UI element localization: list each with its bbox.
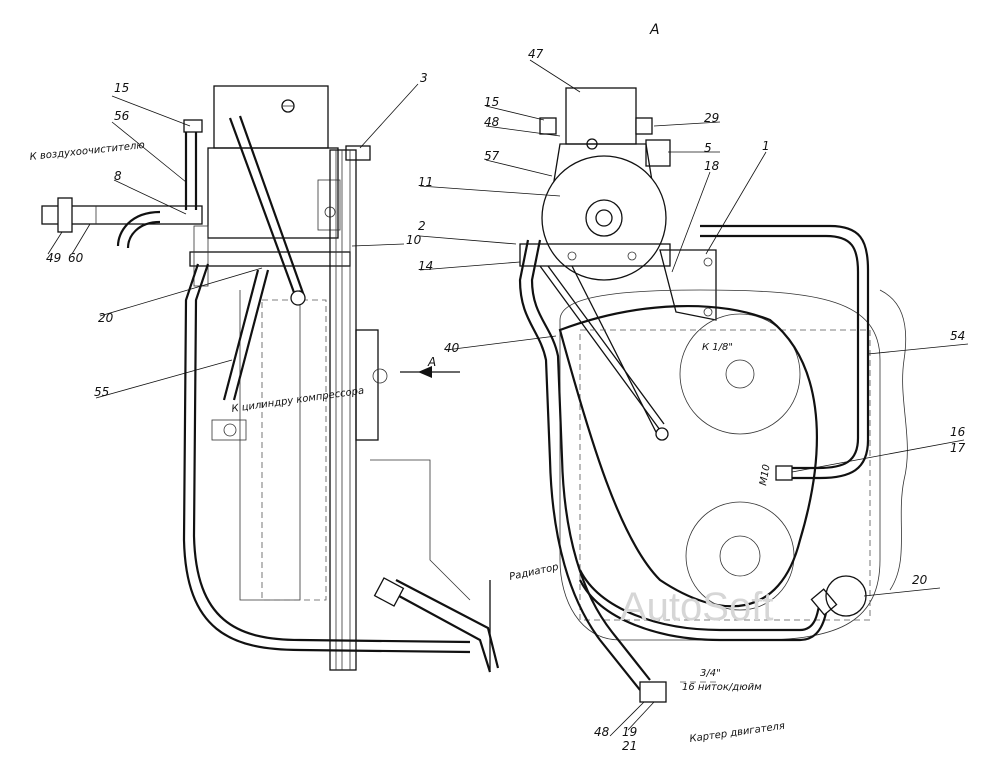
mount-bracket [189,251,351,267]
drain-fitting [639,681,667,703]
callout: 49 [46,251,61,265]
callout: 40 [444,341,460,355]
fan-hub [355,329,379,441]
note-thread-1: К 1/8" [702,342,733,353]
compressor-head [213,85,329,149]
callout: 15 [114,81,129,95]
callout: 47 [528,47,544,61]
note-crankcase: Картер двигателя [689,721,786,745]
compressor-head-right [565,87,637,145]
view-label: А [649,22,660,38]
callout: 17 [950,441,966,455]
callout: 3 [420,71,428,85]
callout: 16 [950,425,966,439]
callout: 1 [762,139,770,153]
note-compressor-cylinder: К цилиндру компрессора [231,385,365,415]
callout: 14 [418,259,433,273]
compressor-pulley-11 [541,155,667,281]
callout: 57 [484,149,500,163]
left-view: К воздухоочистителю К цилиндру компрессо… [29,85,560,673]
crank-pulley [679,313,801,435]
callout: 29 [704,111,719,125]
right-view: К 1/8" М10 3/4" 16 ниток/дюйм Картер дви… [518,87,908,745]
bracket-18 [659,249,717,321]
compressor-body [207,147,339,239]
note-radiator: Радиатор [508,562,559,583]
callout: 8 [114,169,122,183]
callout: 10 [406,233,422,247]
note-pipe-sub: 16 ниток/дюйм [682,682,762,693]
return-pipe-right [518,239,641,691]
callout: 60 [68,251,84,265]
callout: 55 [94,385,109,399]
callout: 48 [484,115,500,129]
engine-outline [559,289,881,641]
callout: 56 [114,109,130,123]
callout: 48 [594,725,610,739]
callout: 18 [704,159,720,173]
note-thread-2: М10 [758,464,773,487]
callout: 2 [418,219,426,233]
note-air-cleaner: К воздухоочистителю [29,140,145,163]
watermark: AutoSoft [620,585,773,629]
callout: 20 [98,311,114,325]
callout: 20 [912,573,928,587]
drive-belt-stack [329,149,357,671]
note-view-arrow: А [427,355,436,369]
callout: 21 [622,739,637,753]
return-pipe [182,263,471,654]
air-hose-55 [228,117,298,299]
pipe-54 [700,224,870,480]
callout: 54 [950,329,965,343]
callout: 19 [622,725,637,739]
intake-pipe [41,205,203,225]
note-pipe-size: 3/4" [700,668,721,679]
mount-bracket-right [519,243,671,267]
callout: 5 [704,141,712,155]
drive-belt [558,304,818,608]
right-callouts: 47 15 48 29 57 5 18 1 11 2 14 40 54 16 1… [418,47,969,753]
callout: 11 [418,175,433,189]
callout: 15 [484,95,499,109]
left-callouts: 15 56 8 49 60 20 55 3 10 [46,71,428,399]
